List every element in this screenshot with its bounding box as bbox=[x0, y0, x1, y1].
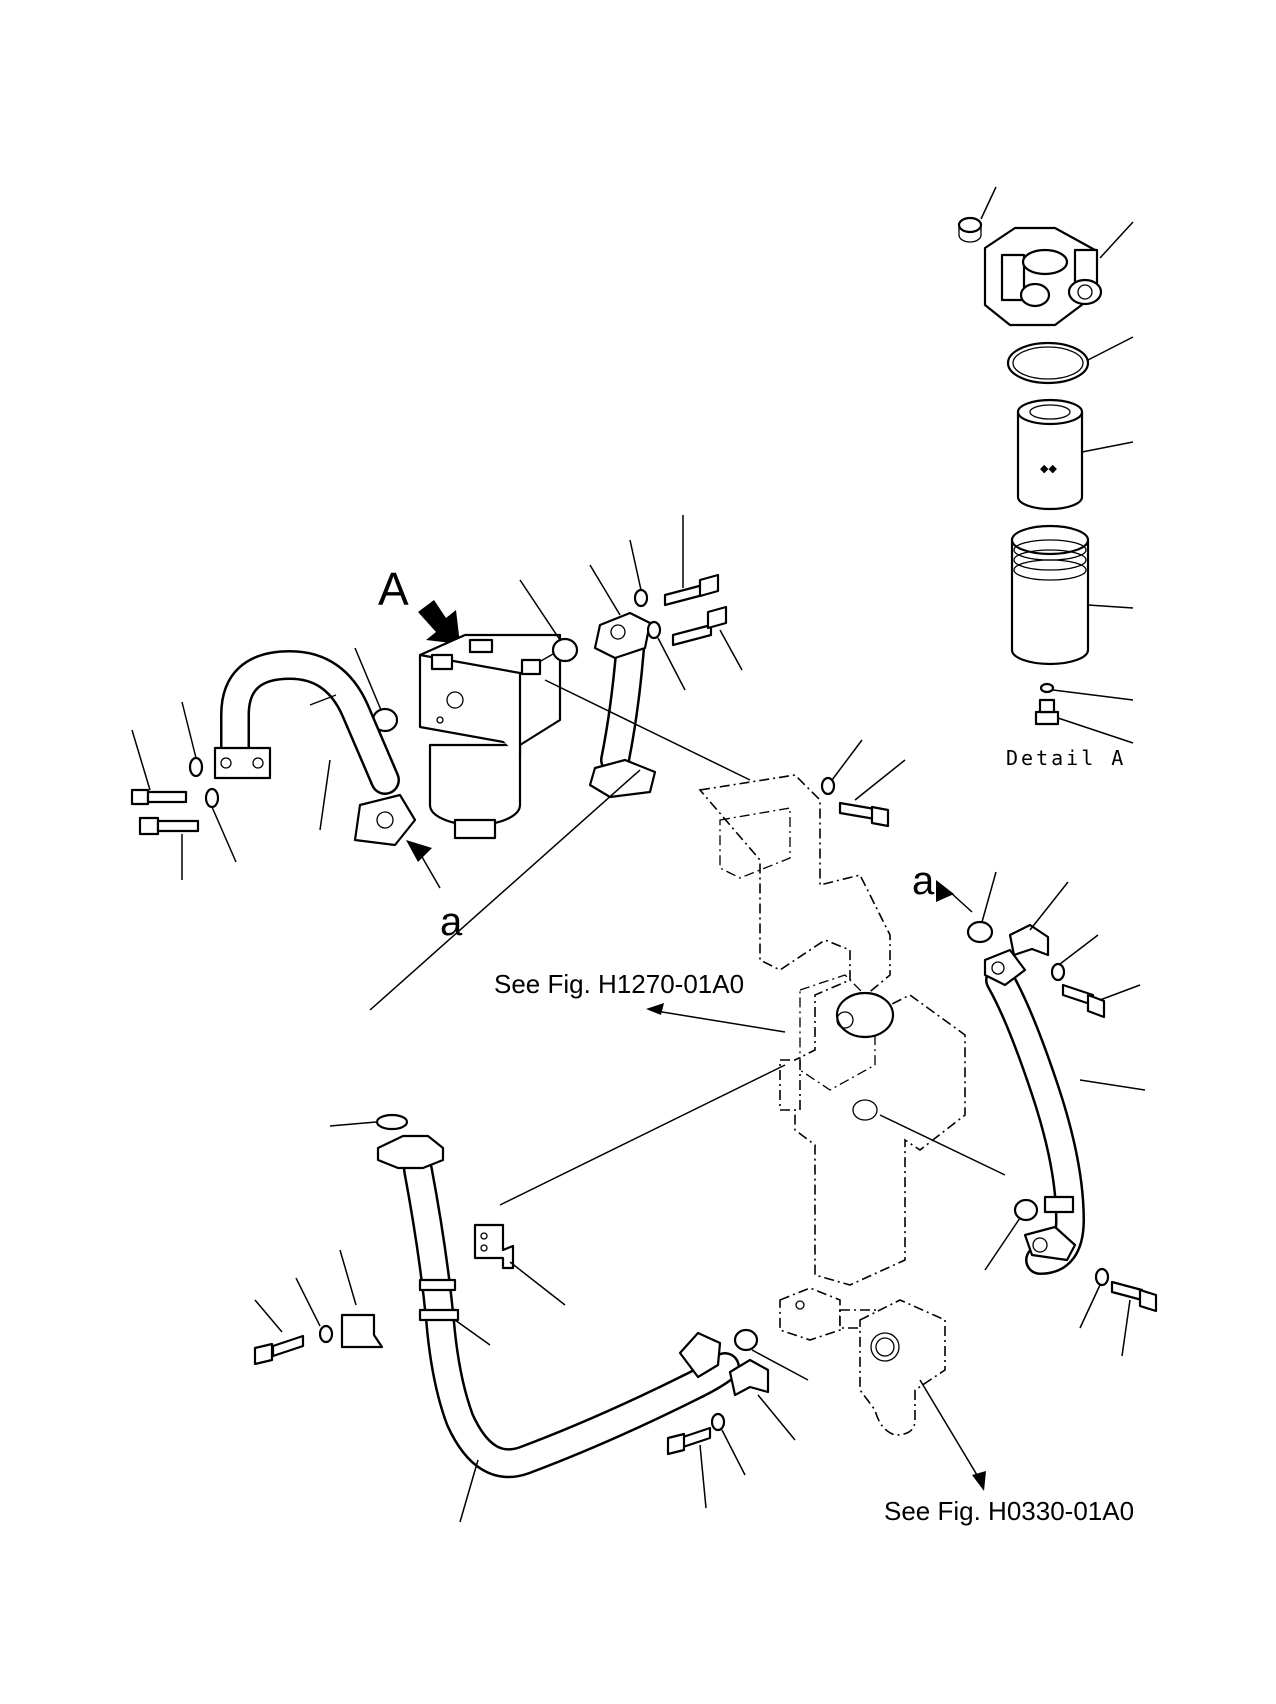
bolt-lower-left bbox=[253, 1299, 305, 1366]
detail-a-group: ◆◆ Detail A bbox=[957, 186, 1134, 770]
view-letter: A bbox=[378, 563, 409, 615]
upper-left-pipe bbox=[213, 650, 417, 847]
washer-lower-right bbox=[710, 1412, 726, 1432]
filter-head-plug bbox=[957, 186, 997, 243]
gasket-right bbox=[551, 637, 579, 663]
detail-caption: Detail A bbox=[1006, 746, 1126, 770]
gasket-right-lower bbox=[1013, 1198, 1039, 1222]
bolt-mid bbox=[838, 759, 906, 828]
view-arrow-icon bbox=[418, 600, 460, 644]
bolt-ur-1 bbox=[663, 515, 720, 607]
split-flange-lower bbox=[728, 1358, 796, 1441]
bolt-right-lower bbox=[1110, 1280, 1158, 1357]
washer-mid bbox=[820, 776, 836, 796]
washer-lower-left bbox=[318, 1324, 334, 1344]
filter-element: ◆◆ bbox=[1016, 398, 1134, 511]
ref-pump-label: See Fig. H0330-01A0 bbox=[884, 1496, 1134, 1526]
washer-ul-1 bbox=[188, 756, 204, 778]
bolt-ul-2 bbox=[138, 816, 200, 880]
clamp-half bbox=[339, 1249, 384, 1349]
drain-washer bbox=[1039, 682, 1134, 701]
svg-text:◆◆: ◆◆ bbox=[1040, 462, 1057, 475]
pump-housing bbox=[779, 1287, 986, 1491]
right-hose bbox=[983, 948, 1146, 1275]
split-flange-right bbox=[1008, 881, 1069, 957]
o-ring bbox=[1006, 336, 1134, 385]
lower-hose bbox=[376, 1134, 740, 1523]
bolt-ur-2 bbox=[671, 605, 743, 671]
bolt-ul-1 bbox=[130, 729, 188, 806]
filter-head bbox=[983, 221, 1134, 327]
bolt-right bbox=[1061, 983, 1141, 1019]
filter-case bbox=[1010, 524, 1134, 666]
ref-frame-arrow-icon bbox=[646, 1003, 664, 1015]
washer-right bbox=[1050, 962, 1066, 982]
hydraulic-filter bbox=[418, 633, 562, 840]
ref-pump-arrow-icon bbox=[972, 1471, 986, 1491]
gasket-lower-top bbox=[375, 1113, 409, 1131]
washer-ur-2 bbox=[646, 620, 662, 640]
connector-a-right: a bbox=[912, 859, 935, 903]
connector-a-right-arrow-icon bbox=[936, 880, 954, 902]
washer-ur-1 bbox=[633, 588, 649, 608]
gasket-lower-right bbox=[733, 1328, 759, 1352]
frame-bracket bbox=[698, 774, 966, 1286]
upper-right-pipe bbox=[369, 564, 657, 1011]
ref-frame-label: See Fig. H1270-01A0 bbox=[494, 969, 744, 999]
drain-plug bbox=[1034, 698, 1134, 744]
gasket-right-upper bbox=[966, 920, 994, 944]
washer-right-lower bbox=[1094, 1267, 1110, 1287]
clamp-bracket bbox=[473, 1223, 566, 1306]
washer-ul-2 bbox=[204, 787, 220, 809]
bolt-lower-right bbox=[666, 1426, 712, 1509]
